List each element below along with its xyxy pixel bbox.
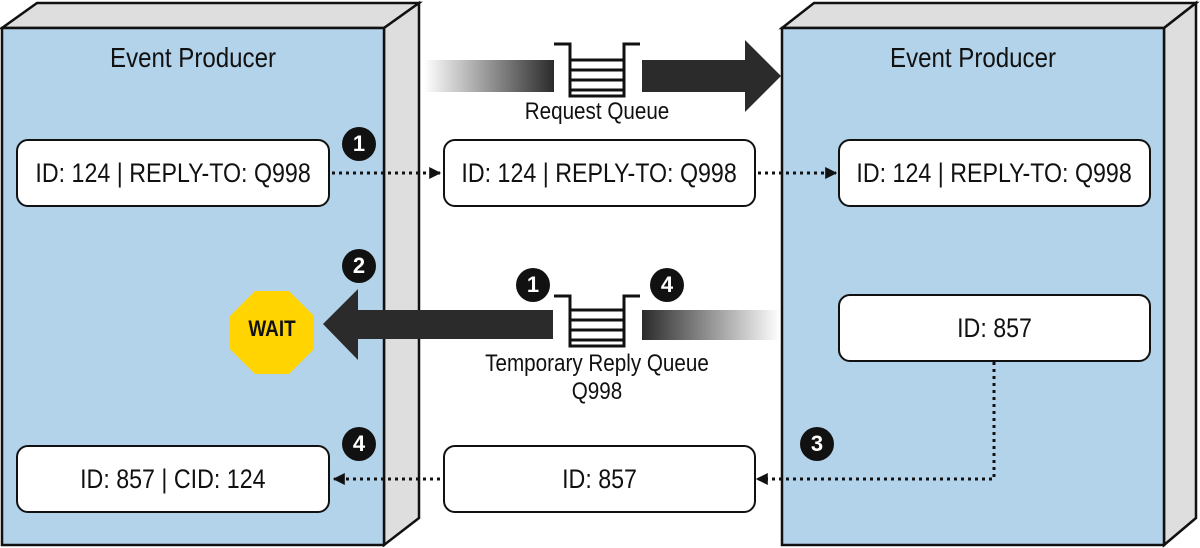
request-queue-label: Request Queue [524, 98, 670, 125]
queue-step-1-badge: 1 [516, 268, 550, 302]
reply-queue-icon [554, 294, 640, 348]
right-reply-message: ID: 857 [838, 294, 1151, 362]
dotted-connectors [332, 167, 996, 485]
left-reply-message: ID: 857 | CID: 124 [16, 445, 330, 513]
reply-queue-arrow [323, 289, 780, 360]
right-request-message: ID: 124 | REPLY-TO: Q998 [838, 139, 1151, 207]
left-panel-title: Event Producer [110, 42, 276, 73]
step-1-badge: 1 [342, 127, 376, 161]
left-request-message: ID: 124 | REPLY-TO: Q998 [16, 139, 330, 207]
queue-step-4-badge: 4 [650, 268, 684, 302]
request-queue-icon [554, 42, 640, 98]
step-2-badge: 2 [342, 249, 376, 283]
stop-sign-icon [230, 291, 314, 374]
queued-reply-message: ID: 857 [443, 445, 756, 513]
reply-queue-id: Q998 [571, 378, 623, 405]
connector-right-reply [755, 362, 996, 485]
right-panel-title: Event Producer [890, 42, 1056, 73]
reply-queue-label: Temporary Reply Queue [485, 350, 709, 377]
step-4-badge: 4 [342, 427, 376, 461]
right-producer-panel [778, 0, 1200, 548]
queued-request-message: ID: 124 | REPLY-TO: Q998 [443, 139, 756, 207]
step-3-badge: 3 [800, 427, 834, 461]
wait-sign-label: WAIT [248, 316, 296, 341]
request-queue-arrow [424, 40, 781, 112]
